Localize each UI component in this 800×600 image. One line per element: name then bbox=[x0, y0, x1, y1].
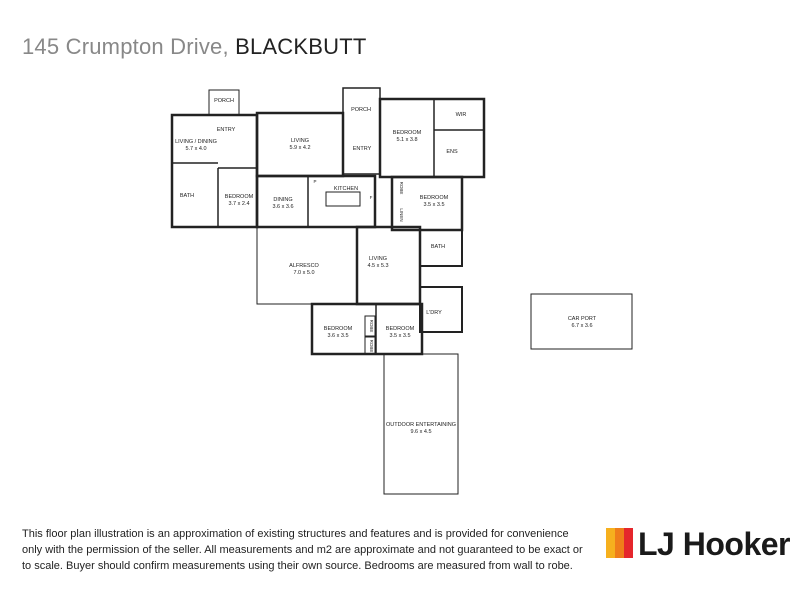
address-text: 145 Crumpton Drive, bbox=[22, 34, 236, 59]
logo-bar-orange bbox=[615, 528, 624, 558]
room-dim-dining: 3.6 x 3.6 bbox=[272, 204, 293, 210]
disclaimer-line: This floor plan illustration is an appro… bbox=[22, 528, 569, 540]
fixture-label-robe: ROBE bbox=[399, 182, 404, 195]
room-label-bedroom-east: BEDROOM bbox=[420, 195, 449, 201]
robe-box bbox=[364, 315, 376, 337]
porch-1-outline bbox=[208, 89, 240, 116]
fixture-label-linen: LINEN bbox=[399, 208, 404, 221]
room-dim-living-dining: 5.7 x 4.0 bbox=[185, 146, 206, 152]
disclaimer: This floor plan illustration is an appro… bbox=[22, 526, 602, 574]
room-label-living-north: LIVING bbox=[291, 138, 309, 144]
room-dim-bedroom-se: 3.5 x 3.5 bbox=[389, 333, 410, 339]
alfresco-outline bbox=[256, 226, 358, 305]
room-dim-living-north: 5.9 x 4.2 bbox=[289, 145, 310, 151]
room-label-lory: L'DRY bbox=[426, 310, 442, 316]
room-label-bedroom-west: BEDROOM bbox=[225, 194, 254, 200]
room-dim-outdoor: 9.6 x 4.5 bbox=[410, 429, 431, 435]
room-dim-alfresco: 7.0 x 5.0 bbox=[293, 270, 314, 276]
page-title: 145 Crumpton Drive, BLACKBUTT bbox=[22, 34, 366, 60]
room-label-kitchen: KITCHEN bbox=[334, 186, 358, 192]
room-label-porch-2: PORCH bbox=[351, 107, 371, 113]
room-label-bath-1: BATH bbox=[180, 193, 194, 199]
logo-bar-red bbox=[624, 528, 633, 558]
laundry-outline bbox=[419, 286, 463, 333]
disclaimer-line: only with the permission of the seller. … bbox=[22, 544, 583, 556]
room-dim-bedroom-master: 5.1 x 3.8 bbox=[396, 137, 417, 143]
room-label-living-dining: LIVING / DINING bbox=[175, 139, 217, 145]
room-label-dining: DINING bbox=[273, 197, 292, 203]
porch-2-outline bbox=[342, 87, 381, 175]
kitchen-island bbox=[325, 191, 361, 207]
carport-outline bbox=[530, 293, 633, 350]
outdoor-outline bbox=[383, 353, 459, 495]
room-label-living-central: LIVING bbox=[369, 256, 387, 262]
disclaimer-line: to scale. Buyer should confirm measureme… bbox=[22, 560, 573, 572]
fixture-label-pantry: P bbox=[313, 179, 316, 184]
room-dim-living-central: 4.5 x 5.3 bbox=[367, 263, 388, 269]
room-label-wir: WIR bbox=[456, 112, 467, 118]
suburb-text: BLACKBUTT bbox=[235, 34, 367, 59]
logo-bar-yellow bbox=[606, 528, 615, 558]
room-label-porch-1: PORCH bbox=[214, 98, 234, 104]
lj-hooker-logo: LJ Hooker bbox=[604, 526, 800, 562]
room-label-outdoor: OUTDOOR ENTERTAINING bbox=[386, 422, 456, 428]
room-dim-bedroom-east: 3.5 x 3.5 bbox=[423, 202, 444, 208]
room-dim-carport: 6.7 x 3.6 bbox=[571, 323, 592, 329]
room-label-ens: ENS bbox=[446, 149, 458, 155]
robe-box bbox=[364, 336, 376, 355]
room-label-alfresco: ALFRESCO bbox=[289, 263, 319, 269]
fixture-label-robe: ROBE bbox=[369, 320, 374, 333]
room-label-bedroom-master: BEDROOM bbox=[393, 130, 422, 136]
logo-wordmark: LJ Hooker bbox=[638, 526, 790, 562]
room-dim-bedroom-west: 3.7 x 2.4 bbox=[228, 201, 249, 207]
fixture-label-fridge: F bbox=[370, 195, 373, 200]
fixture-label-robe: ROBE bbox=[369, 340, 374, 353]
room-label-bedroom-sw: BEDROOM bbox=[324, 326, 353, 332]
room-label-entry-2: ENTRY bbox=[353, 146, 372, 152]
room-label-bath-2: BATH bbox=[431, 244, 445, 250]
west-wing-outline bbox=[170, 113, 259, 229]
room-label-entry-1: ENTRY bbox=[217, 127, 236, 133]
room-label-bedroom-se: BEDROOM bbox=[386, 326, 415, 332]
room-dim-bedroom-sw: 3.6 x 3.5 bbox=[327, 333, 348, 339]
room-label-carport: CAR PORT bbox=[568, 316, 597, 322]
